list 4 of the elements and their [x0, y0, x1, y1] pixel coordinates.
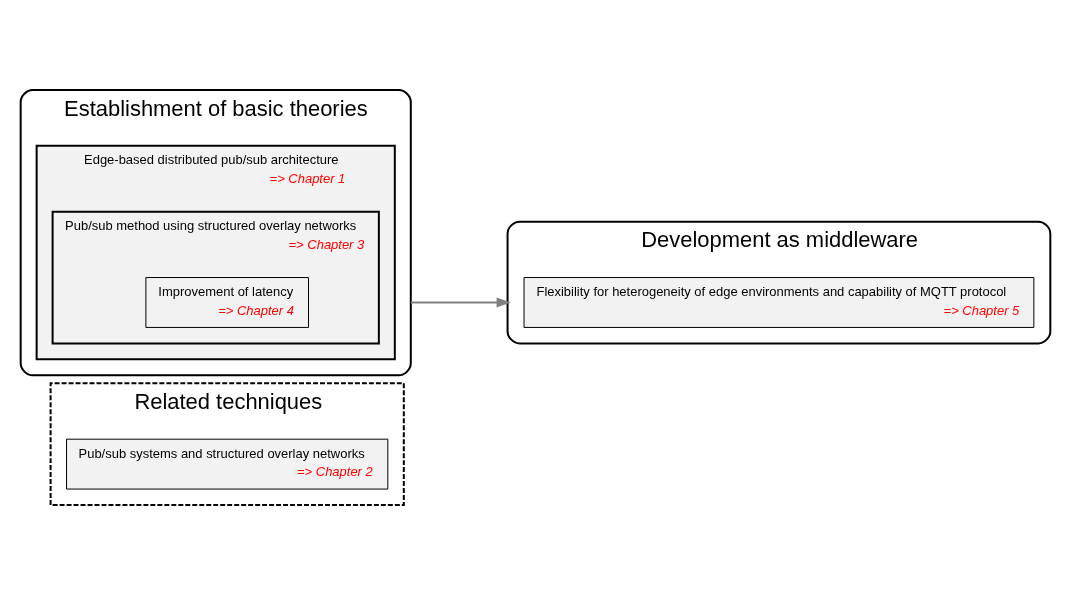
node-box: Pub/sub systems and structured overlay networks => Chapter 2 — [66, 438, 389, 490]
arrow — [409, 297, 511, 307]
node-box: Flexibility for heterogeneity of edge environments and capability of MQTT protocol => Chapter 5 — [523, 276, 1035, 328]
node-box: Improvement of latency => Chapter 4 — [145, 276, 309, 328]
